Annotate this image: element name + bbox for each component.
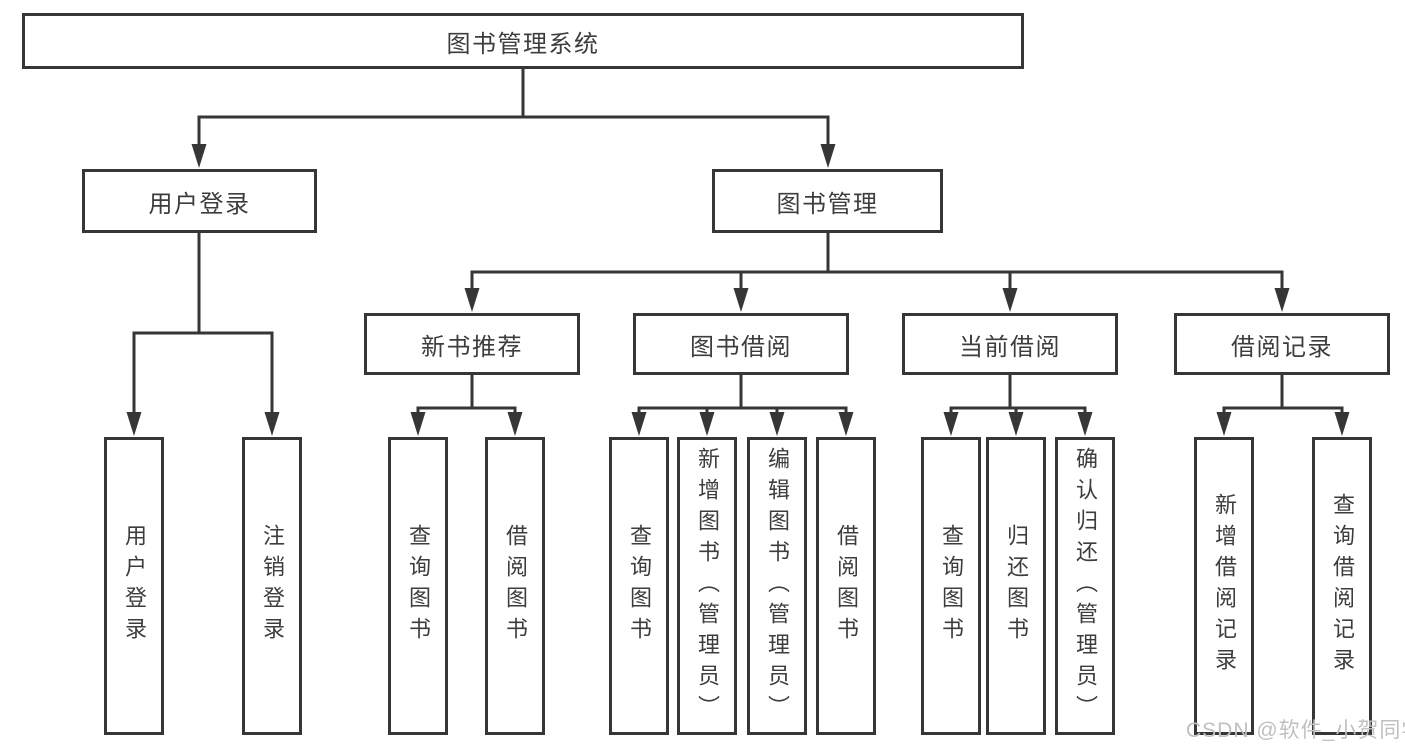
leaf-borrow-books-label: 借阅图书	[834, 524, 859, 648]
node-book-borrow-label: 图书借阅	[690, 333, 792, 361]
node-user-login-label: 用户登录	[148, 190, 251, 218]
node-new-book-recommend-label: 新书推荐	[421, 333, 523, 361]
node-book-borrow: 图书借阅	[633, 313, 849, 375]
leaf-add-book-admin: 新增图书（管理员）	[677, 437, 737, 735]
watermark-text: CSDN @软件_小贺同学	[1186, 719, 1405, 742]
leaf-borrow-books-recommend-label: 借阅图书	[503, 524, 528, 648]
node-new-book-recommend: 新书推荐	[364, 313, 580, 375]
leaf-borrow-books: 借阅图书	[816, 437, 876, 735]
leaf-query-books-borrow-label: 查询图书	[627, 524, 652, 648]
leaf-query-borrow-record-label: 查询借阅记录	[1330, 493, 1355, 679]
leaf-return-book-label: 归还图书	[1004, 524, 1029, 648]
node-system-root: 图书管理系统	[22, 13, 1024, 69]
leaf-edit-book-admin-label: 编辑图书（管理员）	[765, 446, 790, 726]
leaf-add-book-admin-label: 新增图书（管理员）	[695, 446, 720, 726]
leaf-edit-book-admin: 编辑图书（管理员）	[747, 437, 807, 735]
arrowheads	[126, 144, 1350, 436]
leaf-logout-label: 注销登录	[260, 524, 285, 648]
leaf-query-books-current-label: 查询图书	[939, 524, 964, 648]
node-borrow-records: 借阅记录	[1174, 313, 1390, 375]
leaf-add-borrow-record: 新增借阅记录	[1194, 437, 1254, 735]
node-borrow-records-label: 借阅记录	[1231, 333, 1333, 361]
node-book-management: 图书管理	[712, 169, 943, 233]
leaf-query-borrow-record: 查询借阅记录	[1312, 437, 1372, 735]
node-user-login: 用户登录	[82, 169, 317, 233]
node-current-borrow: 当前借阅	[902, 313, 1118, 375]
node-book-management-label: 图书管理	[776, 190, 879, 218]
leaf-user-login: 用户登录	[104, 437, 164, 735]
node-current-borrow-label: 当前借阅	[959, 333, 1061, 361]
leaf-return-book: 归还图书	[986, 437, 1046, 735]
leaf-add-borrow-record-label: 新增借阅记录	[1212, 493, 1237, 679]
leaf-user-login-label: 用户登录	[122, 524, 147, 648]
leaf-query-books-recommend: 查询图书	[388, 437, 448, 735]
leaf-borrow-books-recommend: 借阅图书	[485, 437, 545, 735]
leaf-query-books-recommend-label: 查询图书	[406, 524, 431, 648]
leaf-query-books-borrow: 查询图书	[609, 437, 669, 735]
node-system-root-label: 图书管理系统	[446, 30, 600, 58]
leaf-logout: 注销登录	[242, 437, 302, 735]
leaf-query-books-current: 查询图书	[921, 437, 981, 735]
leaf-confirm-return-admin: 确认归还（管理员）	[1055, 437, 1115, 735]
leaf-confirm-return-admin-label: 确认归还（管理员）	[1073, 446, 1098, 726]
